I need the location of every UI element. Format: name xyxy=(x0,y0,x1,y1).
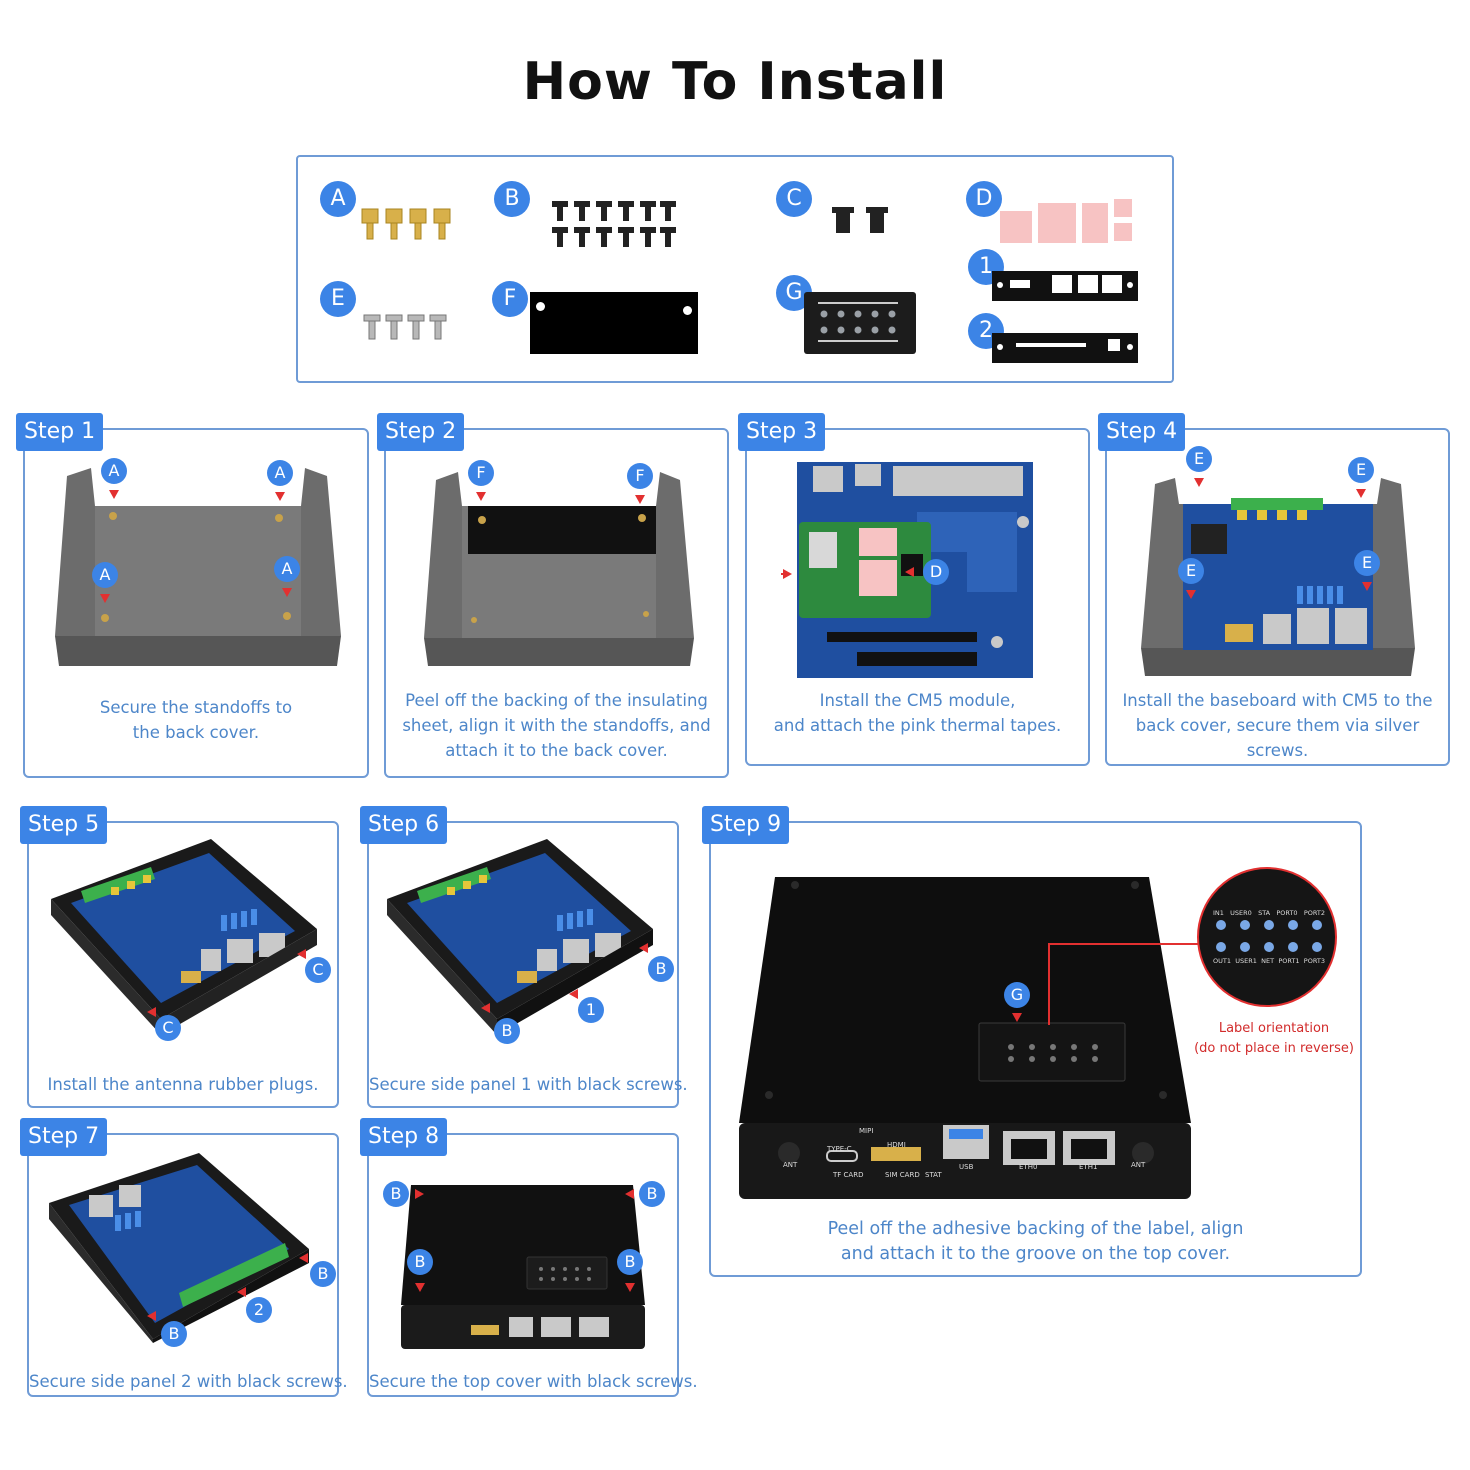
step-4-caption: Install the baseboard with CM5 to the ba… xyxy=(1122,691,1433,760)
step-6-tag: Step 6 xyxy=(360,806,448,844)
step-3-tag: Step 3 xyxy=(738,413,826,451)
thermal-pads-icon xyxy=(1000,199,1132,243)
back-cover-with-sheet-illustration xyxy=(424,472,694,666)
step-1-tag: Step 1 xyxy=(16,413,104,451)
part-label-a: A xyxy=(320,181,356,217)
panel-marker-2: 2 xyxy=(246,1297,272,1323)
step-2-caption: Peel off the backing of the insulating s… xyxy=(402,691,711,760)
standoff-marker-a: A xyxy=(267,460,293,486)
step-9-caption: Peel off the adhesive backing of the lab… xyxy=(827,1219,1244,1264)
screw-marker-e: E xyxy=(1178,558,1204,584)
step-5-tag: Step 5 xyxy=(20,806,108,844)
panel-marker-1: 1 xyxy=(578,997,604,1023)
port-label: ANT xyxy=(783,1161,798,1169)
screw-marker-b: B xyxy=(383,1181,409,1207)
step-5-caption: Install the antenna rubber plugs. xyxy=(47,1075,319,1094)
label-zoom-view: IN1 USER0 STA PORT0 PORT2 OUT1 USER1 NET… xyxy=(1197,867,1337,1007)
step-7-caption: Secure side panel 2 with black screws. xyxy=(29,1372,348,1391)
chassis-open-illustration xyxy=(51,839,317,1035)
insulating-sheet xyxy=(530,292,698,354)
part-label-e: E xyxy=(320,281,356,317)
screw-marker-b: B xyxy=(648,956,674,982)
screw-marker-b: B xyxy=(161,1321,187,1347)
port-label: TYPE-C xyxy=(827,1145,852,1153)
standoff-marker-a: A xyxy=(92,562,118,588)
step-9-card: ANT TYPE-C TF CARD HDMI SIM CARD STAT US… xyxy=(709,821,1362,1277)
finished-case-illustration xyxy=(739,877,1191,1199)
black-screws-icon xyxy=(552,201,676,247)
step-3-card: D Install the CM5 module, and attach the… xyxy=(745,428,1090,766)
plug-marker-c: C xyxy=(155,1015,181,1041)
screw-marker-b: B xyxy=(494,1018,520,1044)
step-5-card: C C Install the antenna rubber plugs. xyxy=(27,821,339,1108)
indicator-label-icon xyxy=(804,292,916,354)
sheet-marker-f: F xyxy=(468,460,494,486)
chassis-side-panel-illustration xyxy=(387,839,653,1035)
part-label-1: 1 xyxy=(968,249,1004,285)
standoff-marker-a: A xyxy=(274,556,300,582)
step-7-tag: Step 7 xyxy=(20,1118,108,1156)
step-1-card: A A A A Secure the standoffs to the back… xyxy=(23,428,369,778)
screw-marker-b: B xyxy=(639,1181,665,1207)
part-label-d: D xyxy=(966,181,1002,217)
part-label-f: F xyxy=(492,281,528,317)
screw-marker-e: E xyxy=(1354,550,1380,576)
step-3-caption: Install the CM5 module, and attach the p… xyxy=(773,691,1062,735)
step-2-card: F F Peel off the backing of the insulati… xyxy=(384,428,729,778)
rubber-plugs-icon xyxy=(832,207,888,233)
port-label: ETH0 xyxy=(1019,1163,1038,1171)
step-4-card: E E E E Install the baseboard with CM5 t… xyxy=(1105,428,1450,766)
step-4-tag: Step 4 xyxy=(1098,413,1186,451)
screw-marker-e: E xyxy=(1186,446,1212,472)
port-label: ETH1 xyxy=(1079,1163,1098,1171)
plug-marker-c: C xyxy=(305,957,331,983)
standoff-marker-a: A xyxy=(101,458,127,484)
screw-marker-e: E xyxy=(1348,457,1374,483)
step-9-tag: Step 9 xyxy=(702,806,790,844)
brass-standoffs-icon xyxy=(361,208,451,240)
step-8-tag: Step 8 xyxy=(360,1118,448,1156)
port-label: STAT xyxy=(925,1171,942,1179)
back-cover-illustration xyxy=(55,468,341,666)
port-label: USB xyxy=(959,1163,974,1171)
label-marker-g: G xyxy=(1004,982,1030,1008)
page-title: How To Install xyxy=(522,52,948,112)
label-orientation-note: Label orientation (do not place in rever… xyxy=(1194,1021,1354,1056)
step-1-caption: Secure the standoffs to the back cover. xyxy=(99,698,293,742)
screw-marker-b: B xyxy=(617,1249,643,1275)
sheet-marker-f: F xyxy=(627,463,653,489)
port-label: ANT xyxy=(1131,1161,1146,1169)
silver-screws-icon xyxy=(363,314,447,340)
port-label: HDMI xyxy=(887,1141,906,1149)
parts-list: A B C D xyxy=(296,155,1174,383)
chassis-rear-panel-illustration xyxy=(49,1153,309,1343)
screw-marker-b: B xyxy=(407,1249,433,1275)
step-6-caption: Secure side panel 1 with black screws. xyxy=(369,1075,688,1094)
baseboard-in-cover-illustration xyxy=(1141,478,1415,676)
side-panel-1-icon xyxy=(992,271,1138,301)
side-panel-2-icon xyxy=(992,333,1138,363)
baseboard-cm5-illustration xyxy=(797,462,1033,678)
step-2-tag: Step 2 xyxy=(377,413,465,451)
step-8-card: B B B B Secure the top cover with black … xyxy=(367,1133,698,1397)
thermal-pad-marker-d: D xyxy=(923,559,949,585)
step-8-caption: Secure the top cover with black screws. xyxy=(369,1372,698,1391)
part-label-2: 2 xyxy=(968,313,1004,349)
port-label: MIPI xyxy=(859,1127,874,1135)
port-label: TF CARD xyxy=(833,1171,864,1179)
part-label-c: C xyxy=(776,181,812,217)
screw-marker-b: B xyxy=(310,1261,336,1287)
port-label: SIM CARD xyxy=(885,1171,920,1179)
closed-case-illustration xyxy=(401,1185,645,1349)
step-6-card: B 1 B Secure side panel 1 with black scr… xyxy=(367,821,688,1108)
step-7-card: B 2 B Secure side panel 2 with black scr… xyxy=(27,1133,348,1397)
part-label-b: B xyxy=(494,181,530,217)
